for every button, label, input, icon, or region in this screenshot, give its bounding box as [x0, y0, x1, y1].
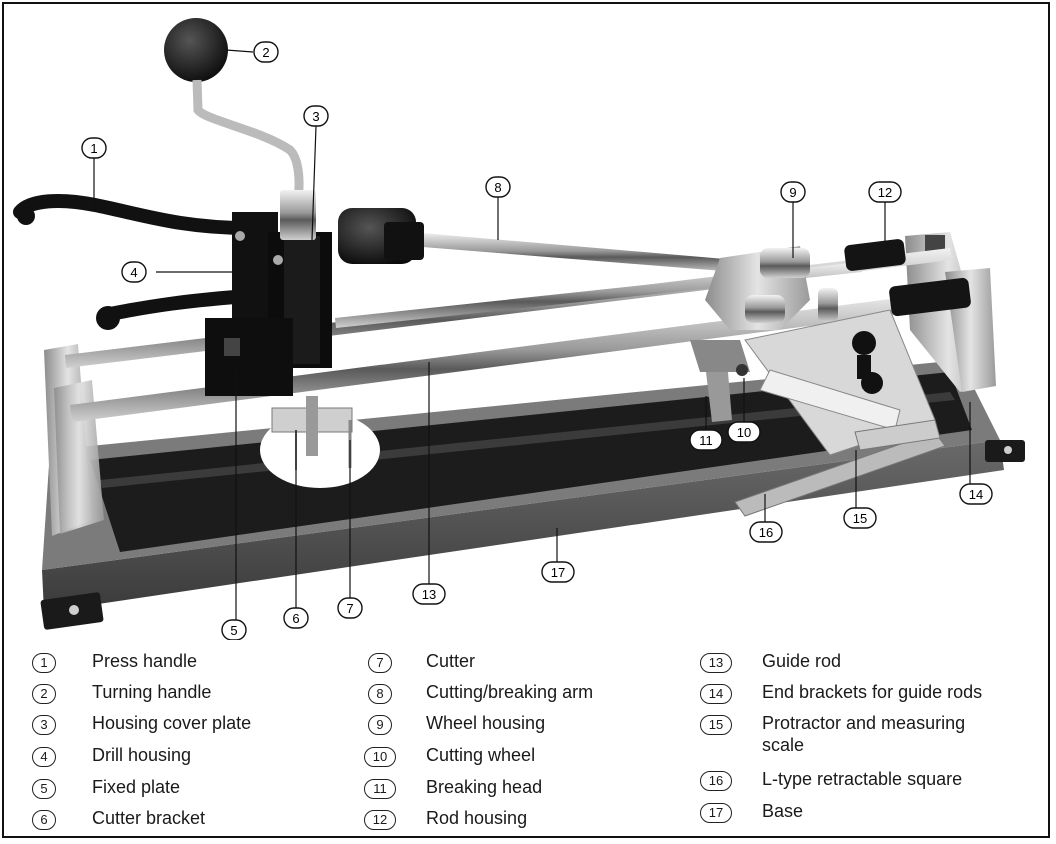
callout-1: 1	[81, 137, 107, 159]
legend-label: Cutter bracket	[92, 808, 206, 828]
base	[40, 360, 1025, 630]
callout-15: 15	[843, 507, 877, 529]
callout-11-number: 11	[699, 433, 713, 448]
legend-label: Cutter	[426, 651, 476, 671]
legend-number: 10	[364, 747, 396, 767]
callout-17-number: 17	[551, 565, 565, 580]
callout-16-number: 16	[759, 525, 773, 540]
legend-number: 5	[32, 779, 56, 799]
callout-5: 5	[221, 619, 247, 640]
legend-number: 16	[700, 771, 732, 791]
legend-label: Cutting wheel	[426, 745, 536, 765]
legend-number: 11	[364, 779, 396, 799]
press-handle	[13, 193, 257, 330]
l-square	[734, 419, 946, 517]
legend-number: 6	[32, 810, 56, 830]
legend-number: 4	[32, 747, 56, 767]
legend-number: 3	[32, 715, 56, 735]
callout-12: 12	[868, 181, 902, 203]
callout-4-number: 4	[130, 265, 137, 280]
callout-12-number: 12	[878, 185, 892, 200]
callout-14-number: 14	[969, 487, 983, 502]
legend-number: 12	[364, 810, 396, 830]
callout-17: 17	[541, 561, 575, 583]
callout-3-number: 3	[312, 109, 319, 124]
cutting-breaking-arm	[338, 208, 760, 274]
legend-label: Press handle	[92, 651, 198, 671]
callout-16: 16	[749, 521, 783, 543]
callout-8-number: 8	[494, 180, 501, 195]
legend-number: 14	[700, 684, 732, 704]
protractor-scale	[744, 309, 936, 456]
legend-label: Guide rod	[762, 651, 842, 671]
drill-housing	[205, 212, 332, 396]
legend-number: 8	[368, 684, 392, 704]
legend-label: Housing cover plate	[92, 713, 252, 733]
callout-6-number: 6	[292, 611, 299, 626]
legend-number: 13	[700, 653, 732, 673]
callout-13-number: 13	[422, 587, 436, 602]
callout-2: 2	[253, 41, 279, 63]
callout-5-number: 5	[230, 623, 237, 638]
legend-label: Cutting/breaking arm	[426, 682, 594, 702]
callout-4: 4	[121, 261, 147, 283]
left-end-brackets	[44, 344, 104, 536]
legend-label: L-type retractable square	[762, 769, 963, 789]
tile-cutter-illustration: 1 2 3 4 5 6 7 8 9 10 11 12	[13, 18, 1025, 640]
leader-lines	[93, 49, 971, 620]
legend-label: End brackets for guide rods	[762, 682, 983, 702]
legend-label: Base	[762, 801, 804, 821]
legend-label: Breaking head	[426, 777, 543, 797]
callout-6: 6	[283, 607, 309, 629]
legend-number: 9	[368, 715, 392, 735]
callout-9: 9	[780, 181, 806, 203]
legend-label: Wheel housing	[426, 713, 546, 733]
callout-7-number: 7	[346, 601, 353, 616]
callout-11: 11	[689, 429, 723, 451]
legend-label: Drill housing	[92, 745, 192, 765]
callout-3: 3	[303, 105, 329, 127]
callout-15-number: 15	[853, 511, 867, 526]
legend-number: 7	[368, 653, 392, 673]
legend-label: Protractor and measuring scale	[762, 713, 966, 755]
legend-label: Turning handle	[92, 682, 212, 702]
callout-2-number: 2	[262, 45, 269, 60]
callout-10-number: 10	[737, 425, 751, 440]
callout-13: 13	[412, 583, 446, 605]
legend-number: 17	[700, 803, 732, 823]
carriage	[690, 246, 838, 422]
legend-number: 2	[32, 684, 56, 704]
callout-7: 7	[337, 597, 363, 619]
callout-8: 8	[485, 176, 511, 198]
legend-number: 1	[32, 653, 56, 673]
parts-legend: 1 Press handle 2 Turning handle 3 Housin…	[0, 640, 1056, 840]
cutter-assembly	[260, 396, 380, 488]
legend-label: Fixed plate	[92, 777, 181, 797]
legend-number: 15	[700, 715, 732, 735]
turning-handle	[164, 18, 316, 240]
callout-1-number: 1	[90, 141, 97, 156]
callout-9-number: 9	[789, 185, 796, 200]
callout-10: 10	[727, 421, 761, 443]
callout-14: 14	[959, 483, 993, 505]
legend-label: Rod housing	[426, 808, 528, 828]
